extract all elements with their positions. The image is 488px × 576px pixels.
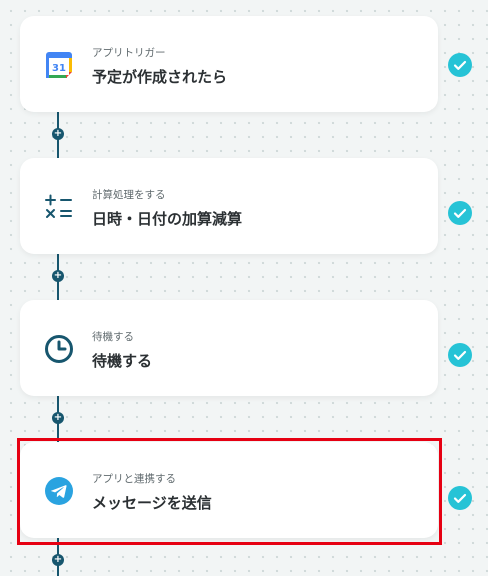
add-step-button[interactable]: + xyxy=(52,128,64,140)
calculation-icon xyxy=(44,192,74,222)
step-category: アプリトリガー xyxy=(92,47,166,59)
check-icon xyxy=(448,486,472,510)
check-icon xyxy=(448,201,472,225)
step-title: メッセージを送信 xyxy=(92,494,212,512)
step-card-trigger[interactable]: 31 アプリトリガー 予定が作成されたら xyxy=(20,16,438,112)
google-calendar-icon: 31 xyxy=(44,50,74,80)
step-category: 待機する xyxy=(92,331,134,343)
step-card-send-message[interactable]: アプリと連携する メッセージを送信 xyxy=(20,442,438,538)
check-icon xyxy=(448,343,472,367)
step-card-calculation[interactable]: 計算処理をする 日時・日付の加算減算 xyxy=(20,158,438,254)
add-step-button[interactable]: + xyxy=(52,270,64,282)
add-step-button[interactable]: + xyxy=(52,554,64,566)
step-category: 計算処理をする xyxy=(92,189,166,201)
step-title: 予定が作成されたら xyxy=(92,68,228,86)
step-title: 日時・日付の加算減算 xyxy=(92,210,243,228)
add-step-button[interactable]: + xyxy=(52,412,64,424)
step-title: 待機する xyxy=(92,352,153,370)
check-icon xyxy=(448,53,472,77)
step-category: アプリと連携する xyxy=(92,473,176,485)
svg-text:31: 31 xyxy=(52,63,66,74)
clock-icon xyxy=(44,334,74,364)
step-card-wait[interactable]: 待機する 待機する xyxy=(20,300,438,396)
telegram-icon xyxy=(44,476,74,506)
highlight-frame xyxy=(17,438,442,545)
